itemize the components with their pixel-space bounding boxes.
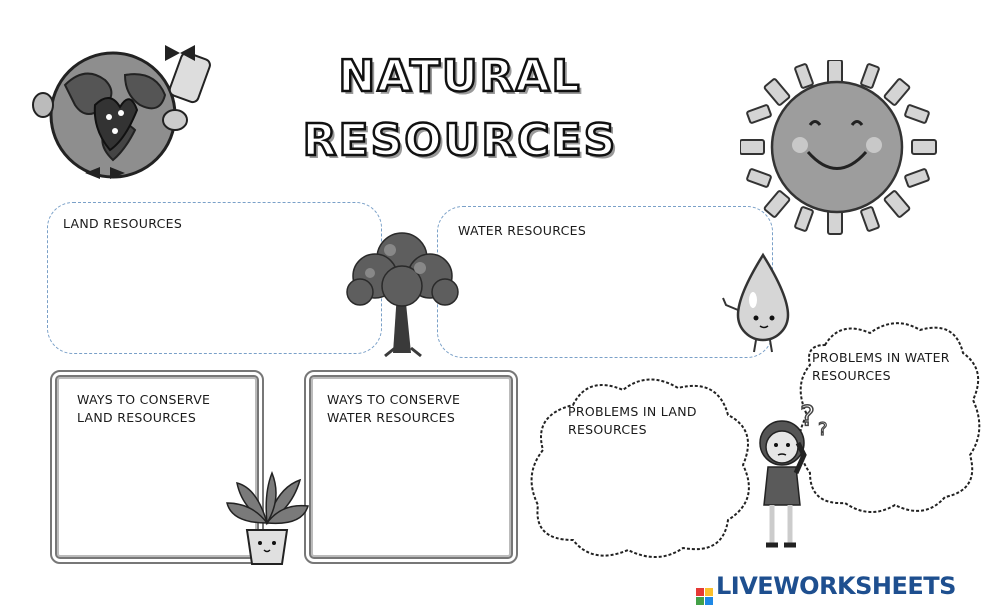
ways-conserve-land-frame[interactable]: WAYS TO CONSERVE LAND RESOURCES [50,370,264,564]
page-title: NATURAL RESOURCES [290,51,630,166]
liveworksheets-logo: LIVEWORKSHEETS [696,572,956,605]
ways-conserve-water-frame[interactable]: WAYS TO CONSERVE WATER RESOURCES [304,370,518,564]
thinking-girl-icon: ? ? [759,398,828,548]
title-line-1: NATURAL [337,51,582,102]
sun-icon [740,60,937,235]
water-drop-icon [722,252,790,353]
problems-water-label-2: RESOURCES [812,368,891,383]
liveworksheets-icon [696,588,713,605]
land-resources-box[interactable]: LAND RESOURCES [47,202,382,354]
water-resources-label: WATER RESOURCES [458,223,587,238]
problems-water-label-1: PROBLEMS IN WATER [812,350,950,365]
problems-land-cloud[interactable] [528,370,760,565]
ways-conserve-water-label-2: WATER RESOURCES [327,410,456,425]
land-resources-label: LAND RESOURCES [63,216,183,231]
ways-conserve-water-label-1: WAYS TO CONSERVE [327,392,461,407]
title-line-2: RESOURCES [301,115,618,166]
ways-conserve-land-label-1: WAYS TO CONSERVE [77,392,211,407]
liveworksheets-text: LIVEWORKSHEETS [716,572,956,600]
problems-water-cloud[interactable] [795,315,985,520]
ways-conserve-land-label-2: LAND RESOURCES [77,410,197,425]
problems-land-label-1: PROBLEMS IN LAND [568,404,697,419]
plant-pot-icon [226,470,309,565]
svg-text:?: ? [800,399,815,432]
earth-icon [32,45,211,179]
tree-icon [346,232,459,358]
svg-text:?: ? [818,419,828,440]
problems-land-label-2: RESOURCES [568,422,647,437]
